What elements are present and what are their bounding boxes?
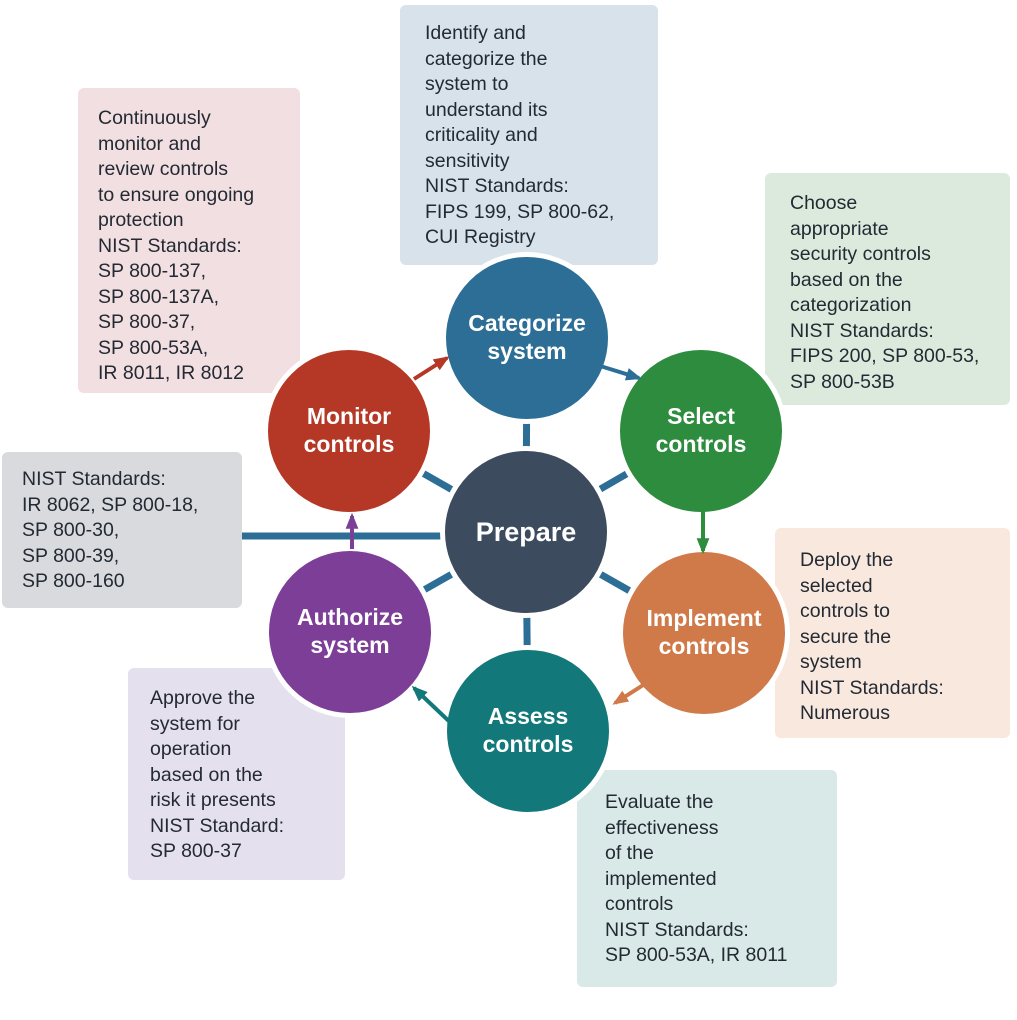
circle-assess-label: Assess controls xyxy=(482,703,574,757)
circle-implement-controls: Implement controls xyxy=(618,547,790,719)
circle-authorize-system: Authorize system xyxy=(264,546,436,718)
circle-prepare-label: Prepare xyxy=(475,516,577,547)
circle-select-label: Select controls xyxy=(655,403,747,457)
circle-monitor-controls: Monitor controls xyxy=(263,345,435,517)
note-select-controls: Choose appropriate security controls bas… xyxy=(765,173,1010,405)
circle-categorize-system: Categorize system xyxy=(441,252,613,424)
arrow-monitor-to-categorize xyxy=(412,356,450,381)
circle-assess-controls: Assess controls xyxy=(442,645,614,817)
circle-categorize-label: Categorize system xyxy=(468,310,586,364)
note-prepare: NIST Standards: IR 8062, SP 800-18, SP 8… xyxy=(2,452,242,608)
circle-prepare: Prepare xyxy=(440,446,612,618)
circle-authorize-label: Authorize system xyxy=(296,604,404,658)
note-implement-controls: Deploy the selected controls to secure t… xyxy=(775,528,1010,738)
note-monitor-controls: Continuously monitor and review controls… xyxy=(78,88,300,393)
circle-monitor-label: Monitor controls xyxy=(303,403,395,457)
note-assess-controls: Evaluate the effectiveness of the implem… xyxy=(577,770,837,987)
circle-select-controls: Select controls xyxy=(615,345,787,517)
circle-implement-label: Implement controls xyxy=(646,605,762,659)
note-categorize-system: Identify and categorize the system to un… xyxy=(400,5,658,265)
